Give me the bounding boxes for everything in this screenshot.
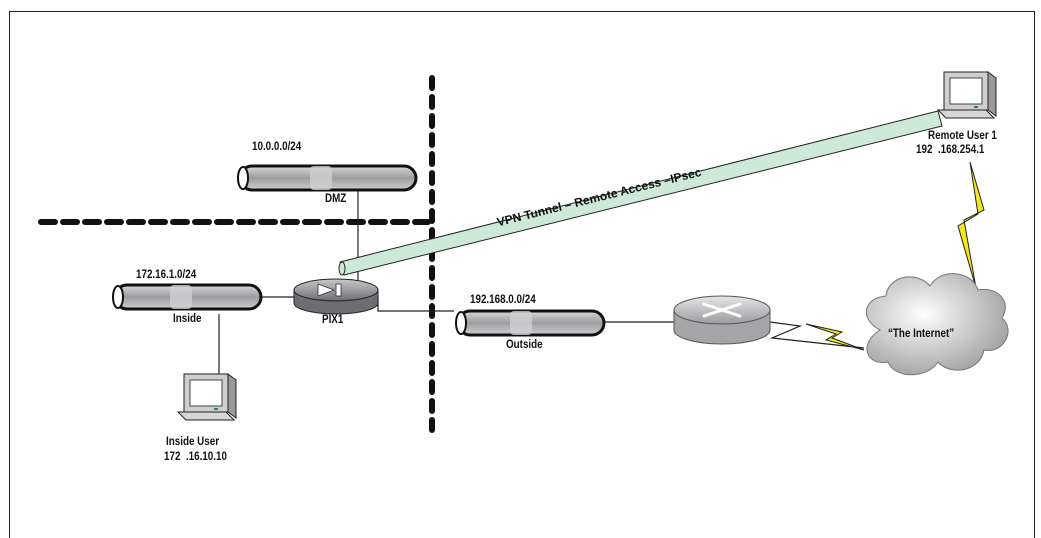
link-pix-outside <box>377 297 454 312</box>
lightning-bolt-icon <box>805 323 865 351</box>
vpn-tunnel <box>338 110 943 276</box>
internet-label: “The Internet” <box>888 326 955 340</box>
frame-border-left <box>9 11 10 538</box>
frame-border-top <box>9 11 1035 12</box>
router-icon <box>673 295 771 345</box>
remote-user-ip-label: 192 .168.254.1 <box>916 142 985 156</box>
inside-user-ip-label: 172 .16.10.10 <box>164 449 227 463</box>
internet-cloud-icon <box>865 273 1009 376</box>
lightning-bolt-icon-remote <box>957 161 985 289</box>
inside-user-name-label: Inside User <box>166 434 220 448</box>
remote-user-computer-icon <box>936 71 997 119</box>
dmz-subnet-label: 10.0.0.0/24 <box>252 139 302 153</box>
inside-segment-icon <box>112 283 263 311</box>
inside-user-computer-icon <box>176 373 237 421</box>
dmz-segment-icon <box>237 164 418 192</box>
outside-name-label: Outside <box>506 337 543 351</box>
dmz-name-label: DMZ <box>325 191 347 205</box>
outside-subnet-label: 192.168.0.0/24 <box>470 292 536 306</box>
frame-border-right <box>1034 11 1035 538</box>
firewall-name-label: PIX1 <box>322 312 344 326</box>
inside-name-label: Inside <box>173 311 202 325</box>
vpn-tunnel-label: VPN Tunnel – Remote Access –IPsec <box>495 165 703 229</box>
outside-segment-icon <box>455 309 606 337</box>
remote-user-name-label: Remote User 1 <box>928 128 997 142</box>
firewall-icon <box>293 278 379 315</box>
inside-subnet-label: 172.16.1.0/24 <box>136 267 197 281</box>
link-router-internet <box>769 321 865 349</box>
